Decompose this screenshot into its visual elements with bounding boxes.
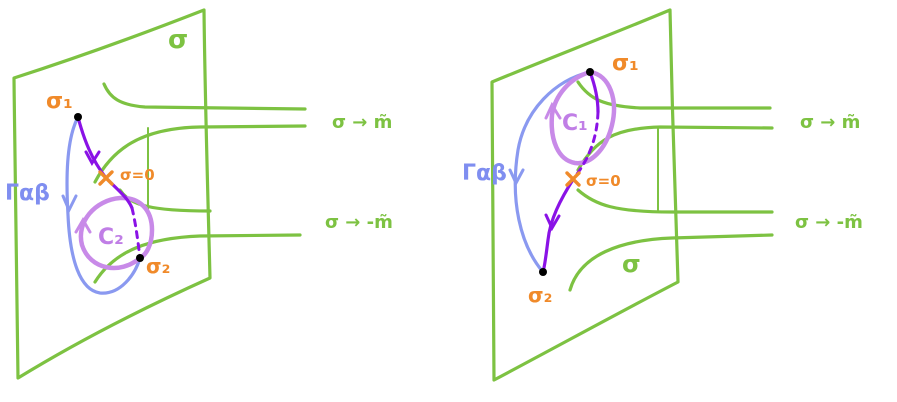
left-path-arrow bbox=[84, 150, 101, 166]
left-gamma-arrow bbox=[61, 194, 78, 214]
left-sigma1-label: σ₁ bbox=[46, 89, 73, 114]
right-sigma1-label: σ₁ bbox=[612, 51, 639, 76]
left-tube-top-upper bbox=[102, 82, 307, 111]
left-loop-label: C₂ bbox=[98, 225, 124, 250]
right-gamma-contour bbox=[513, 70, 592, 274]
right-loop-label: C₁ bbox=[562, 111, 588, 136]
right-tube-top-label: σ → m̃ bbox=[800, 112, 860, 133]
right-saddle-label: σ=0 bbox=[586, 172, 621, 190]
right-sheet-label: σ bbox=[622, 250, 641, 278]
right-c-arrow bbox=[544, 101, 562, 120]
left-tube-top-label: σ → m̃ bbox=[332, 112, 392, 133]
right-sigma2-label: σ₂ bbox=[528, 283, 552, 307]
left-saddle-cross bbox=[98, 170, 114, 186]
right-path-upper-solid bbox=[588, 70, 600, 114]
right-sigma2-dot bbox=[539, 268, 547, 276]
right-c-loop bbox=[549, 69, 617, 166]
right-tube-top-upper bbox=[576, 80, 772, 110]
right-sheet-outline bbox=[490, 8, 680, 382]
left-figure: σ σ₁ σ₂ σ=0 C₂ Γαβ σ → m̃ σ → -m̃ bbox=[5, 8, 393, 380]
left-tube-bottom-lower bbox=[93, 233, 302, 284]
left-sigma1-dot bbox=[74, 113, 82, 121]
right-path-arrow bbox=[544, 213, 561, 232]
right-tube-bottom-lower bbox=[568, 233, 774, 292]
right-tube-bottom-label: σ → -m̃ bbox=[795, 212, 863, 233]
left-sheet-outline bbox=[12, 8, 212, 380]
left-gamma-contour bbox=[65, 115, 142, 295]
left-c-loop bbox=[78, 195, 155, 271]
right-figure: σ σ₁ σ₂ σ=0 C₁ Γαβ σ → m̃ σ → -m̃ bbox=[462, 8, 863, 382]
right-sigma1-dot bbox=[586, 68, 594, 76]
left-saddle-label: σ=0 bbox=[120, 166, 155, 184]
left-c-arrow bbox=[74, 217, 92, 234]
left-sigma2-label: σ₂ bbox=[146, 254, 170, 278]
left-sigma2-dot bbox=[136, 254, 144, 262]
left-gamma-label: Γαβ bbox=[5, 181, 50, 206]
left-tube-bottom-label: σ → -m̃ bbox=[325, 212, 393, 233]
right-saddle-cross bbox=[565, 171, 581, 187]
right-steepest-path bbox=[541, 176, 576, 274]
right-gamma-label: Γαβ bbox=[462, 161, 507, 186]
left-path-hidden-segment bbox=[130, 206, 142, 260]
right-tube-bottom-upper bbox=[576, 188, 774, 214]
left-sheet-label: σ bbox=[168, 25, 188, 55]
right-gamma-arrow bbox=[508, 168, 525, 187]
